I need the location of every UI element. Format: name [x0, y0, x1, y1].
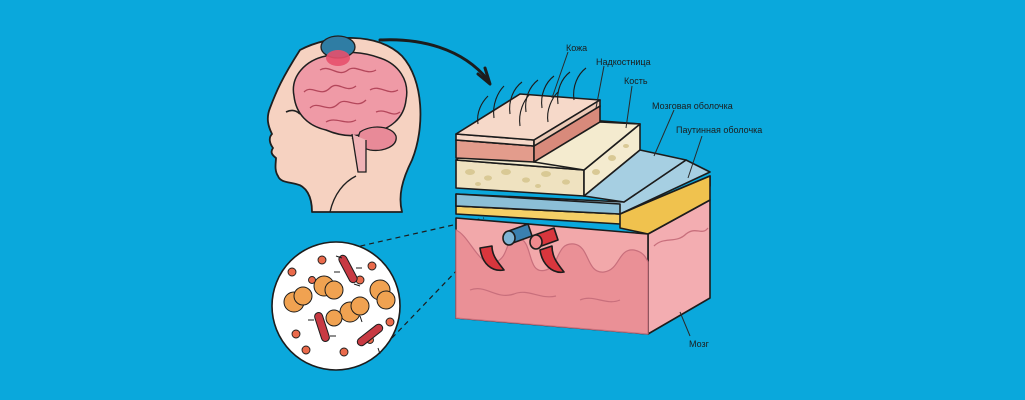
arrow: [378, 38, 492, 86]
brainstem: [351, 133, 367, 173]
brain: [292, 51, 408, 137]
label-brain: Мозг: [689, 339, 710, 349]
magnified-view: [271, 241, 401, 371]
bone-pores: [465, 144, 629, 188]
hair: [477, 67, 587, 127]
eye: [285, 109, 301, 115]
blood-cells: [287, 255, 395, 357]
skin-side: [533, 99, 601, 147]
infection-core: [326, 50, 350, 66]
label-periosteum: Надкостница: [596, 57, 651, 67]
arachnoid-side: [619, 175, 711, 235]
label-arachnoid: Паутинная оболочка: [676, 125, 762, 135]
blood-vessels: [479, 223, 565, 274]
label-dura: Мозговая оболочка: [652, 101, 733, 111]
label-skin: Кожа: [566, 43, 587, 53]
rod-bacteria: [308, 254, 384, 355]
leader-lines: [551, 51, 703, 337]
neck-line: [329, 175, 357, 213]
bacteria: [283, 275, 396, 327]
brain-folds: [303, 67, 401, 123]
dura-front: [455, 193, 621, 215]
tissue-block: [455, 67, 711, 335]
head-profile: [266, 35, 422, 213]
label-bone: Кость: [624, 76, 648, 86]
